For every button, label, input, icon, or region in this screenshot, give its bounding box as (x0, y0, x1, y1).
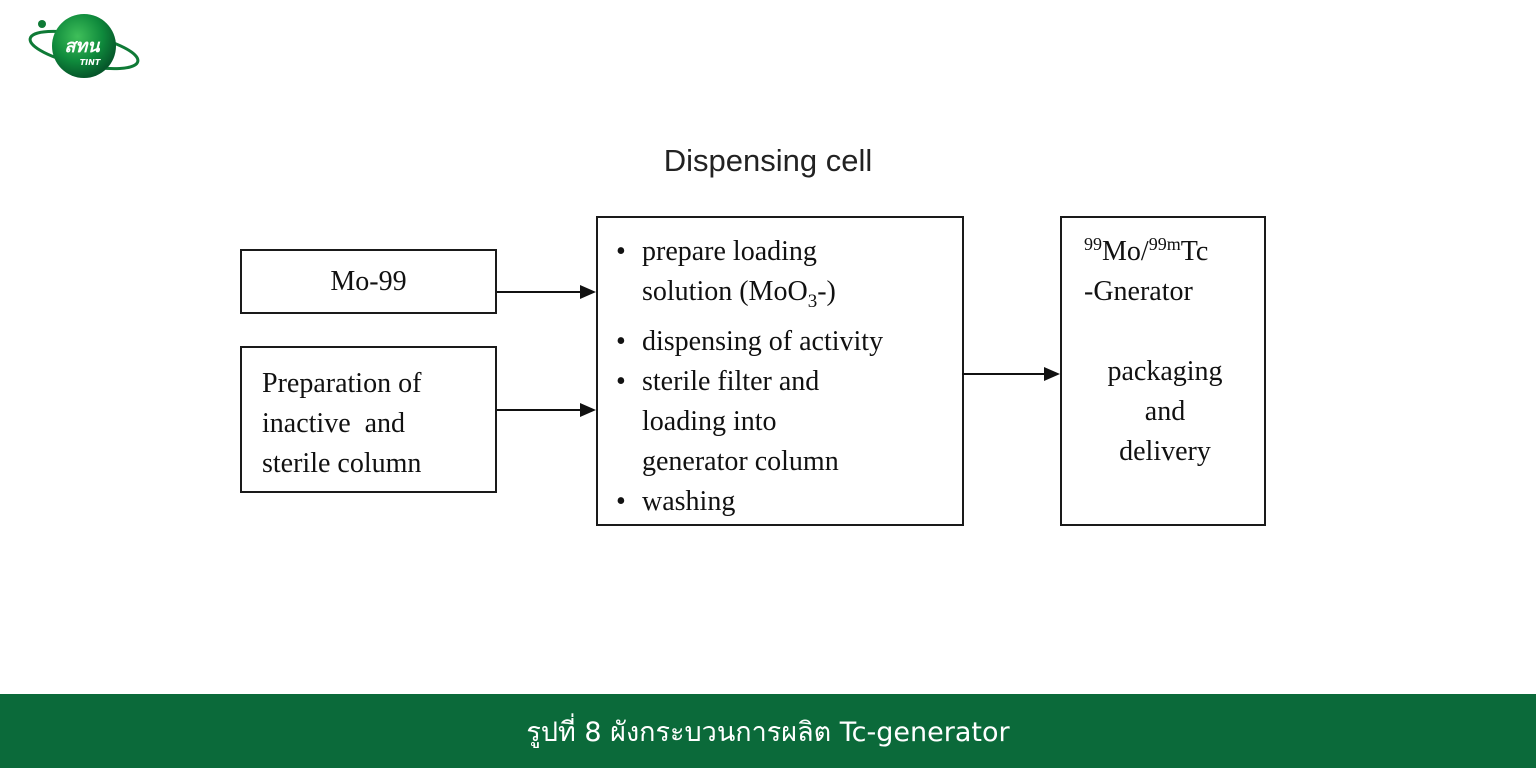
figure-caption: รูปที่ 8 ผังกระบวนการผลิต Tc-generator (526, 716, 1010, 748)
generator-title: 99Mo/99mTc (1084, 232, 1264, 272)
step1-suffix: -) (817, 276, 836, 307)
generator-delivery: packaging and delivery (1084, 352, 1264, 472)
arrowhead-icon (1044, 367, 1060, 381)
caption-bar: รูปที่ 8 ผังกระบวนการผลิต Tc-generator (0, 694, 1536, 768)
delivery-line-3: delivery (1119, 436, 1211, 467)
flow-arrows (497, 285, 1060, 417)
generator-box: 99Mo/99mTc -Gnerator packaging and deliv… (1060, 216, 1266, 526)
dispensing-step-prepare: • prepare loading solution (MoO3-) (616, 232, 962, 322)
bullet-icon: • (616, 326, 626, 357)
preparation-box: Preparation of inactive and sterile colu… (240, 346, 497, 493)
step4-text: washing (642, 486, 736, 517)
preparation-line-3: sterile column (262, 448, 422, 479)
diagram-title: Dispensing cell (663, 143, 873, 178)
dispensing-step-washing: • washing (616, 482, 962, 522)
arrowhead-icon (580, 403, 596, 417)
mo99-label: Mo-99 (330, 265, 407, 297)
tint-logo: สทน TINT (24, 10, 140, 82)
mo99-box: Mo-99 (240, 249, 497, 314)
gen-sup-2: 99m (1148, 234, 1181, 254)
arrowhead-icon (580, 285, 596, 299)
logo-text: สทน (64, 36, 101, 57)
logo-subtext: TINT (80, 58, 101, 67)
bullet-icon: • (616, 236, 626, 267)
step1-prefix: prepare loading solution (MoO (642, 236, 817, 307)
generator-line-2: -Gnerator (1084, 276, 1193, 307)
delivery-line-2: and (1144, 396, 1186, 427)
gen-text-1: Mo/ (1102, 236, 1149, 267)
gen-text-2: Tc (1180, 236, 1209, 267)
step2-text: dispensing of activity (642, 326, 884, 357)
bullet-icon: • (616, 486, 626, 517)
step3-text: sterile filter and loading into generato… (642, 366, 839, 477)
step1-subscript: 3 (807, 291, 818, 312)
dispensing-step-filter: • sterile filter and loading into genera… (616, 362, 962, 482)
preparation-line-1: Preparation of (262, 368, 422, 399)
bullet-icon: • (616, 366, 626, 397)
delivery-line-1: packaging (1107, 356, 1223, 387)
dispensing-step-activity: • dispensing of activity (616, 322, 962, 362)
gen-sup-1: 99 (1084, 234, 1102, 254)
dispensing-cell-box: • prepare loading solution (MoO3-) • dis… (596, 216, 964, 526)
preparation-line-2: inactive and (262, 408, 406, 439)
